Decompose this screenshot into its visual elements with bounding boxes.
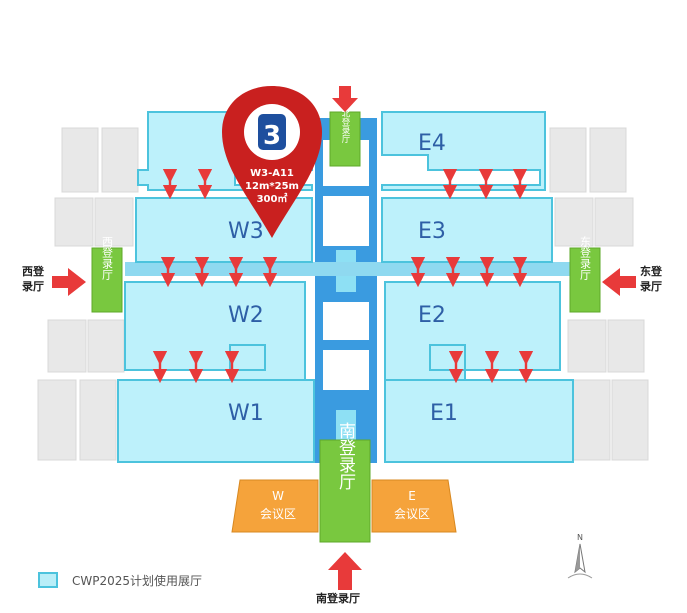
hall-e1-shape	[384, 379, 574, 463]
marker-size: 12m*25m	[245, 181, 299, 192]
east-outside-label-1: 东登	[640, 264, 663, 278]
east-lobby-box	[569, 247, 601, 313]
hall-e3-shape	[381, 197, 553, 263]
west-entry-arrow	[52, 268, 86, 296]
north-entry-arrow	[332, 86, 358, 112]
legend-label: CWP2025计划使用展厅	[72, 573, 203, 588]
hall-w1-shape	[117, 379, 315, 463]
hall-e4-shape	[381, 111, 546, 191]
east-meeting-letter: E	[408, 489, 416, 503]
hall-label-e4: E4	[418, 131, 446, 156]
hall-label-w2: W2	[228, 303, 264, 328]
west-meeting-label: 会议区	[260, 507, 296, 521]
north-lobby-box	[329, 111, 361, 167]
north-lobby-label: 北登录厅	[340, 109, 350, 143]
west-lobby-label: 西登录厅	[101, 236, 114, 280]
west-meeting-area	[231, 479, 319, 533]
hall-label-w3: W3	[228, 219, 264, 244]
hall-label-e1: E1	[430, 401, 458, 426]
hall-label-w1: W1	[228, 401, 264, 426]
hall-label-e2: E2	[418, 303, 446, 328]
east-outside-label-2: 录厅	[640, 280, 662, 293]
south-lobby-label: 南登录厅	[335, 422, 356, 490]
connection-arrows	[152, 168, 534, 384]
east-meeting-area	[371, 479, 457, 533]
entry-arrows	[52, 86, 636, 590]
south-entry-arrow	[328, 552, 362, 590]
east-meeting-label: 会议区	[394, 507, 430, 521]
south-outside-label: 南登录厅	[316, 591, 360, 605]
west-lobby-box	[91, 247, 123, 313]
marker-booth: W3-A11	[250, 168, 294, 179]
outer-gray-blocks	[37, 127, 649, 461]
hall-label-e3: E3	[418, 219, 446, 244]
west-outside-label-2: 录厅	[22, 280, 44, 293]
east-entry-arrow	[602, 268, 636, 296]
outside-labels: 西登 录厅 东登 录厅 南登录厅	[22, 264, 663, 605]
west-outside-label-1: 西登	[22, 264, 45, 278]
hall-w2-shape	[124, 281, 306, 383]
west-halls	[117, 111, 315, 463]
marker-area: 300㎡	[257, 192, 288, 205]
meeting-areas: W 会议区 E 会议区	[231, 479, 457, 533]
booth-location-marker: 3 W3-A11 12m*25m 300㎡	[222, 86, 322, 238]
legend: CWP2025计划使用展厅	[38, 570, 202, 590]
legend-swatch	[38, 572, 58, 588]
south-lobby-box	[319, 439, 371, 543]
hall-labels: W4 W3 W2 W1 E4 E3 E2 E1	[228, 131, 458, 426]
svg-text:N: N	[577, 533, 583, 542]
west-meeting-letter: W	[272, 489, 284, 503]
lobbies: 北登录厅 西登录厅 东登录厅 南登录厅	[91, 109, 601, 543]
east-lobby-label: 东登录厅	[579, 236, 592, 280]
marker-logo-icon: 3	[263, 121, 281, 151]
hall-e2-shape	[384, 281, 561, 383]
north-compass-icon: N	[567, 533, 593, 579]
east-halls	[381, 111, 574, 463]
